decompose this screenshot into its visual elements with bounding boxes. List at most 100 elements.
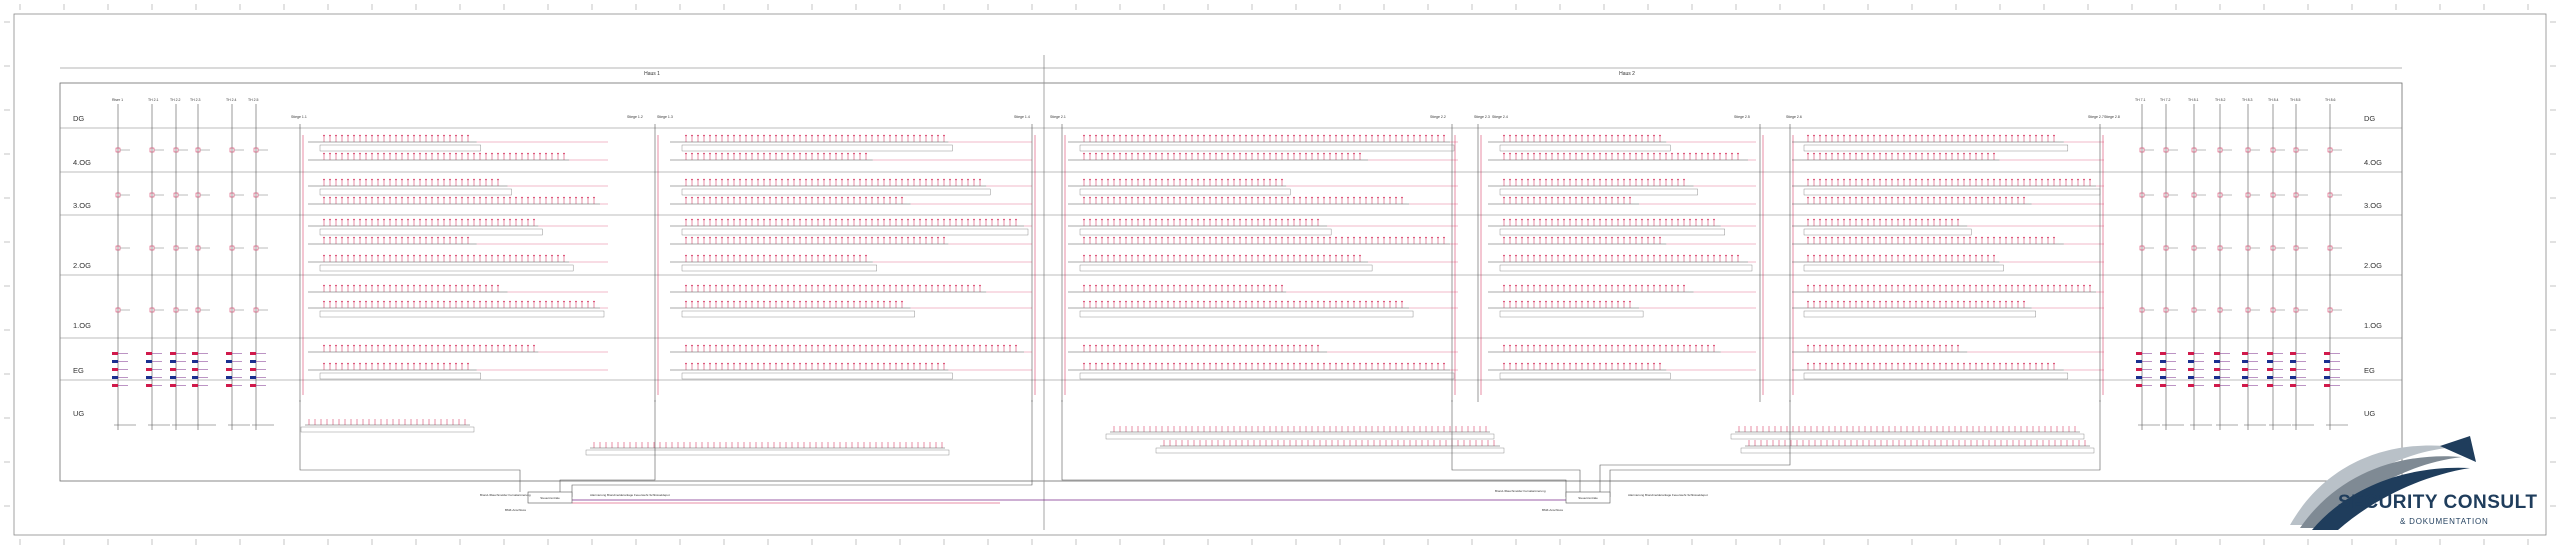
device-head [1101, 152, 1103, 155]
device-head [1611, 254, 1613, 257]
device-head [1089, 134, 1091, 137]
device-head [533, 196, 535, 199]
device-head [335, 218, 337, 221]
device-head [763, 134, 765, 137]
device-head [1515, 254, 1517, 257]
device-head [2089, 178, 2091, 181]
device-head [407, 300, 409, 303]
device-head [341, 284, 343, 287]
device-head [973, 178, 975, 181]
device-head [1527, 218, 1529, 221]
device-head [419, 134, 421, 137]
device-head [431, 152, 433, 155]
device-head [1137, 300, 1139, 303]
device-head [1137, 178, 1139, 181]
device-head [359, 152, 361, 155]
device-head [1173, 178, 1175, 181]
device-head [1125, 362, 1127, 365]
device-head [2077, 284, 2079, 287]
device-head [521, 152, 523, 155]
device-head [961, 218, 963, 221]
device-head [323, 236, 325, 239]
device-head [1347, 196, 1349, 199]
device-head [2005, 134, 2007, 137]
riser-label-right-3: TH 8.2 [2215, 98, 2226, 102]
device-head [1837, 178, 1839, 181]
device-head [781, 300, 783, 303]
device-head [1323, 300, 1325, 303]
device-head [1569, 300, 1571, 303]
device-head [865, 362, 867, 365]
device-head [1939, 134, 1941, 137]
device-head [347, 134, 349, 137]
device-head [745, 300, 747, 303]
device-head [1239, 300, 1241, 303]
riser-label-right-0: TH 7.1 [2135, 98, 2146, 102]
device-head [1269, 236, 1271, 239]
device-head [1665, 178, 1667, 181]
device-head [1873, 284, 1875, 287]
device-head [733, 218, 735, 221]
device-head [745, 254, 747, 257]
device-head [793, 218, 795, 221]
device-head [745, 362, 747, 365]
device-head [859, 236, 861, 239]
device-head [1003, 218, 1005, 221]
device-head [1257, 254, 1259, 257]
device-head [1113, 134, 1115, 137]
device-head [1593, 236, 1595, 239]
device-head [1569, 134, 1571, 137]
device-head [1089, 152, 1091, 155]
device-head [757, 284, 759, 287]
device-head [703, 196, 705, 199]
device-head [1605, 178, 1607, 181]
device-head [1921, 152, 1923, 155]
device-head [1635, 218, 1637, 221]
device-head [1819, 344, 1821, 347]
device-head [877, 300, 879, 303]
device-head [829, 300, 831, 303]
device-head [1939, 152, 1941, 155]
device-head [1191, 196, 1193, 199]
stair-label-9: Stiege 2.6 [1786, 115, 1802, 119]
device-head [757, 152, 759, 155]
device-head [877, 178, 879, 181]
device-head [461, 362, 463, 365]
device-head [1843, 196, 1845, 199]
device-head [871, 196, 873, 199]
device-head [1843, 152, 1845, 155]
device-head [1587, 344, 1589, 347]
device-head [323, 300, 325, 303]
device-head [2017, 196, 2019, 199]
device-head [377, 218, 379, 221]
device-head [419, 284, 421, 287]
device-head [2071, 178, 2073, 181]
device-head [817, 178, 819, 181]
device-head [1299, 300, 1301, 303]
device-head [817, 254, 819, 257]
device-head [1849, 344, 1851, 347]
device-head [925, 362, 927, 365]
device-head [1993, 284, 1995, 287]
device-head [937, 134, 939, 137]
eg-device [226, 384, 232, 387]
device-head [395, 344, 397, 347]
device-head [883, 284, 885, 287]
device-head [485, 196, 487, 199]
riser-label-right-1: TH 7.2 [2160, 98, 2171, 102]
device-head [1867, 178, 1869, 181]
eg-device [2267, 360, 2273, 363]
device-head [979, 284, 981, 287]
device-head [1575, 362, 1577, 365]
device-head [1167, 134, 1169, 137]
device-head [1915, 344, 1917, 347]
device-head [491, 196, 493, 199]
device-head [1167, 178, 1169, 181]
device-head [1581, 300, 1583, 303]
floor-label-right-0: DG [2364, 114, 2375, 123]
device-head [1831, 362, 1833, 365]
device-head [497, 218, 499, 221]
device-head [1891, 300, 1893, 303]
device-head [823, 196, 825, 199]
eg-device [2214, 352, 2220, 355]
